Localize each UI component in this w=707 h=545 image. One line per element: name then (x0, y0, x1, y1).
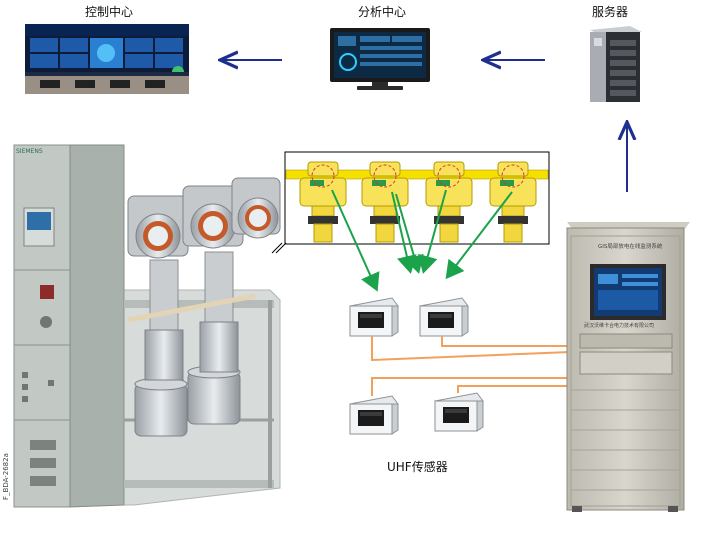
control-center-label: 控制中心 (85, 5, 134, 19)
monitoring-cabinet: GIS局部放电在线监测系统 武汉沃维卡合电力技术有限公司 (566, 222, 690, 512)
cabinet-title: GIS局部放电在线监测系统 (598, 242, 663, 250)
cabinet-company: 武汉沃维卡合电力技术有限公司 (584, 322, 654, 329)
server-label: 服务器 (592, 5, 629, 19)
uhf-sensor-label: UHF传感器 (387, 460, 448, 474)
analysis-center-label: 分析中心 (358, 5, 407, 19)
uhf-sensor-2 (419, 297, 469, 337)
busbar-sensor-inset (271, 151, 550, 254)
sensor-cables (371, 336, 571, 396)
server-tower (590, 26, 642, 102)
siemens-logo: SIEMENS (16, 148, 43, 155)
uhf-sensor-4 (434, 392, 484, 432)
uhf-sensor-1 (349, 297, 399, 337)
signal-arrows (331, 189, 513, 292)
control-center-image (25, 24, 189, 94)
uhf-sensor-3 (349, 395, 399, 435)
inset-sensor-unit (425, 161, 473, 243)
gis-switchgear: SIEMENS (2, 144, 281, 508)
inset-sensor-unit (489, 161, 537, 243)
figure-code: F_BDA-2682a (2, 453, 10, 500)
inset-sensor-unit (299, 161, 347, 243)
analysis-monitor (330, 28, 430, 90)
